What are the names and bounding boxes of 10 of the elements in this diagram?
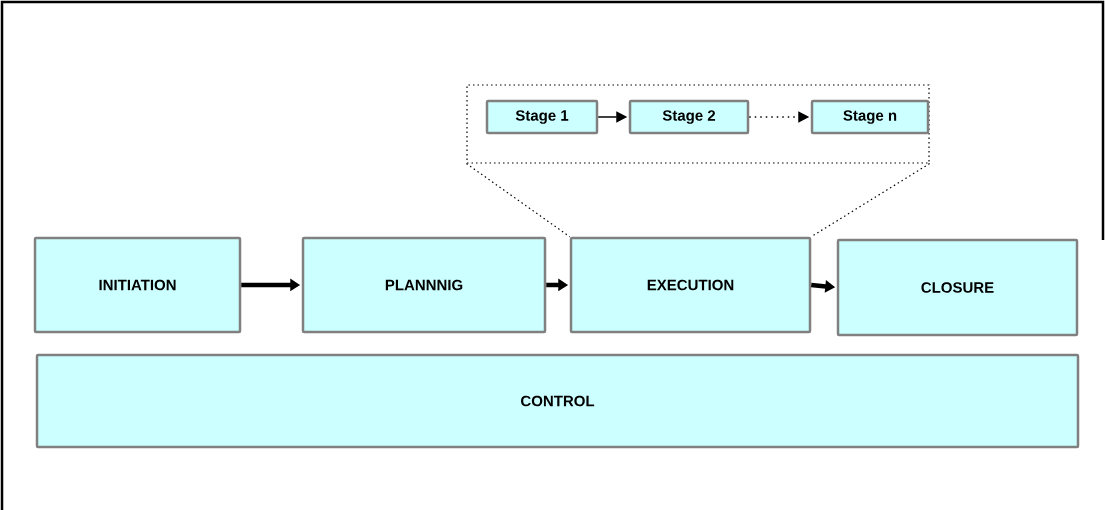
stage-box: Stage 1 <box>485 99 599 135</box>
stage-box: Stage n <box>810 99 930 135</box>
zoom-frame <box>466 84 930 164</box>
stage-box: Stage 2 <box>628 99 750 135</box>
phase-box: PLANNNIG <box>301 236 547 334</box>
phase-box: CLOSURE <box>836 238 1079 337</box>
control-band: CONTROL <box>35 353 1080 449</box>
zoom-line <box>465 163 571 238</box>
phase-box: INITIATION <box>33 236 242 334</box>
phase-box: EXECUTION <box>569 236 812 334</box>
